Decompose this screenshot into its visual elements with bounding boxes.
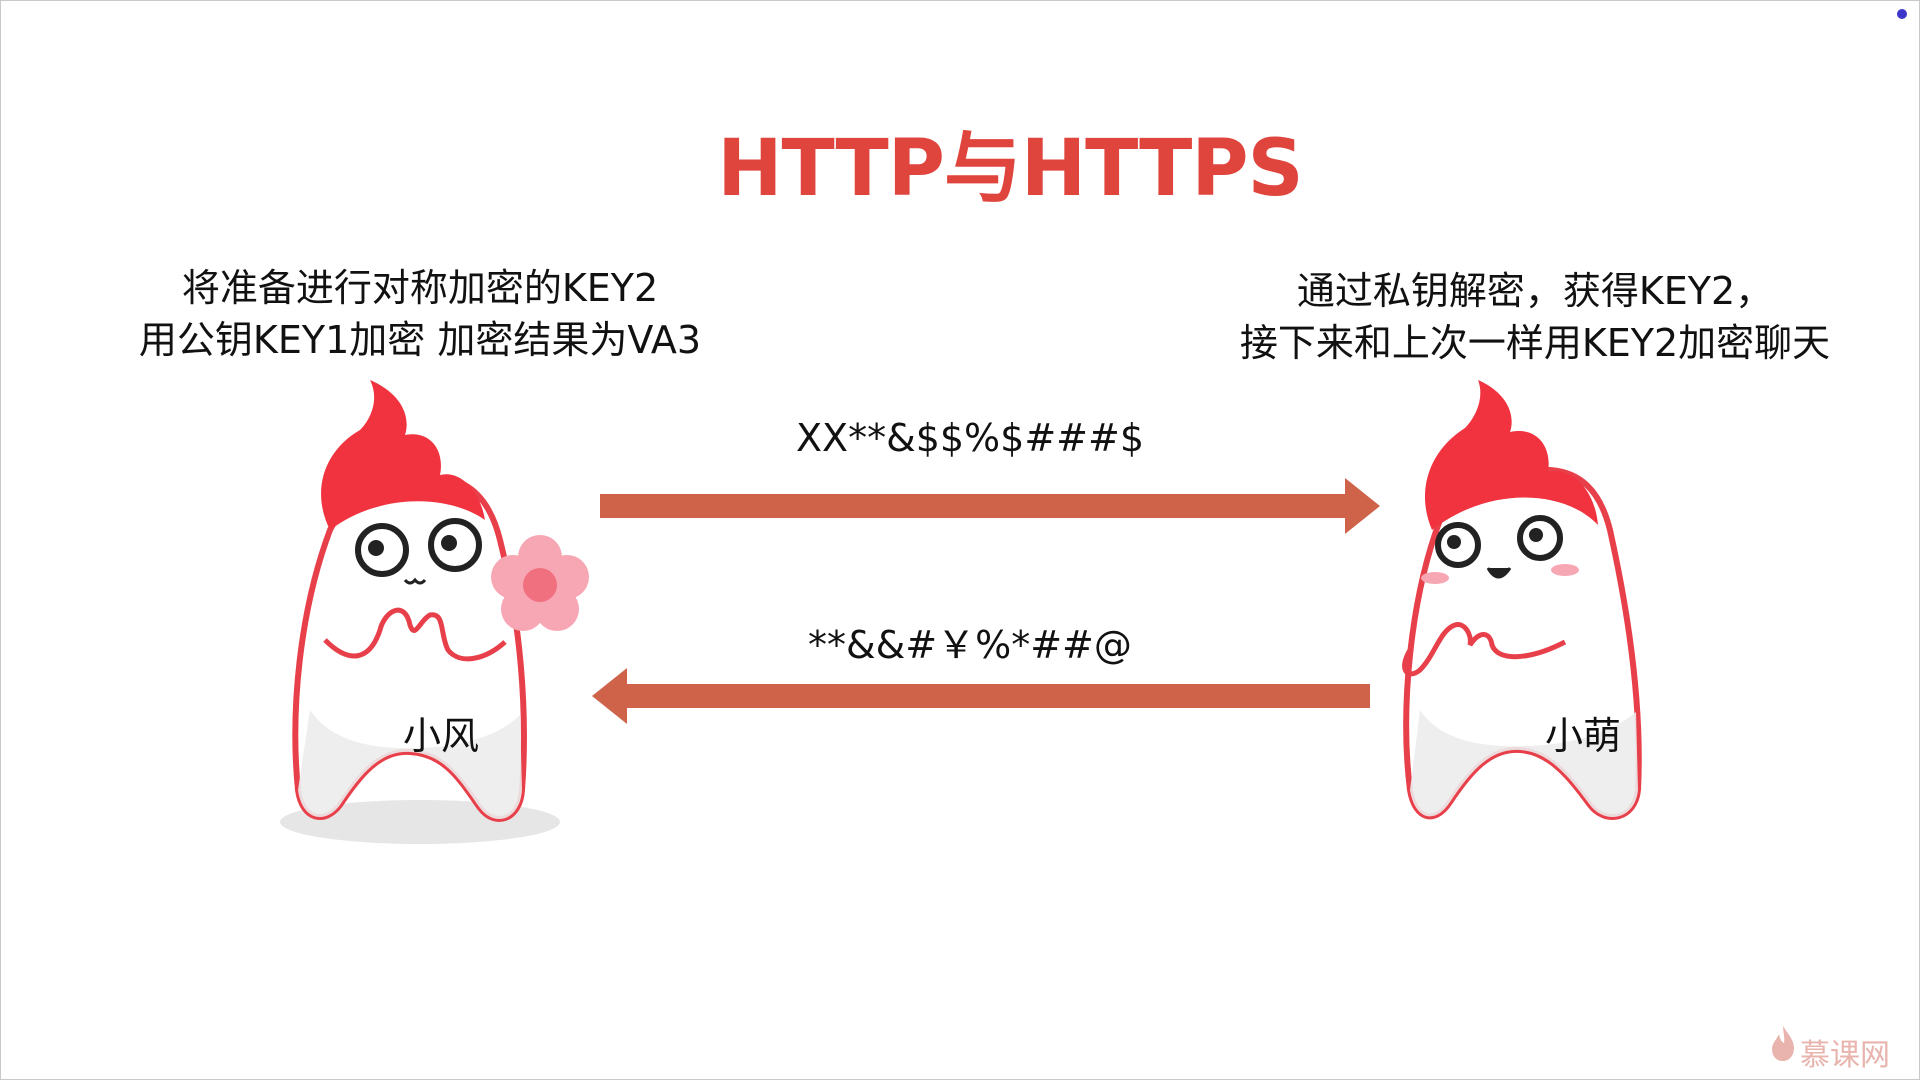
right-caption-line-1: 通过私钥解密，获得KEY2， (1296, 269, 1774, 313)
right-caption: 通过私钥解密，获得KEY2， 接下来和上次一样用KEY2加密聊天 (1195, 265, 1875, 369)
message-to-left: **&&#￥%*##@ (808, 623, 1132, 667)
message-to-right: XX**&$$%$###$ (796, 416, 1145, 460)
recording-indicator-dot (1897, 9, 1907, 19)
arrow-right-icon (600, 478, 1380, 534)
watermark-text: 慕课网 (1800, 1038, 1890, 1073)
left-caption-line-2: 用公钥KEY1加密 加密结果为VA3 (138, 318, 702, 362)
character-name-xiaofeng: 小风 (403, 714, 480, 758)
slide-title: HTTP与HTTPS (717, 124, 1303, 214)
left-caption: 将准备进行对称加密的KEY2 用公钥KEY1加密 加密结果为VA3 (90, 262, 750, 366)
mascot-xiaofeng-icon (280, 380, 589, 844)
right-caption-line-2: 接下来和上次一样用KEY2加密聊天 (1239, 321, 1831, 365)
arrow-left-icon (592, 668, 1370, 724)
left-caption-line-1: 将准备进行对称加密的KEY2 (181, 266, 659, 310)
mascot-xiaomeng-icon (1402, 380, 1642, 820)
character-name-xiaomeng: 小萌 (1545, 714, 1622, 758)
flame-logo-icon (1772, 1026, 1794, 1061)
